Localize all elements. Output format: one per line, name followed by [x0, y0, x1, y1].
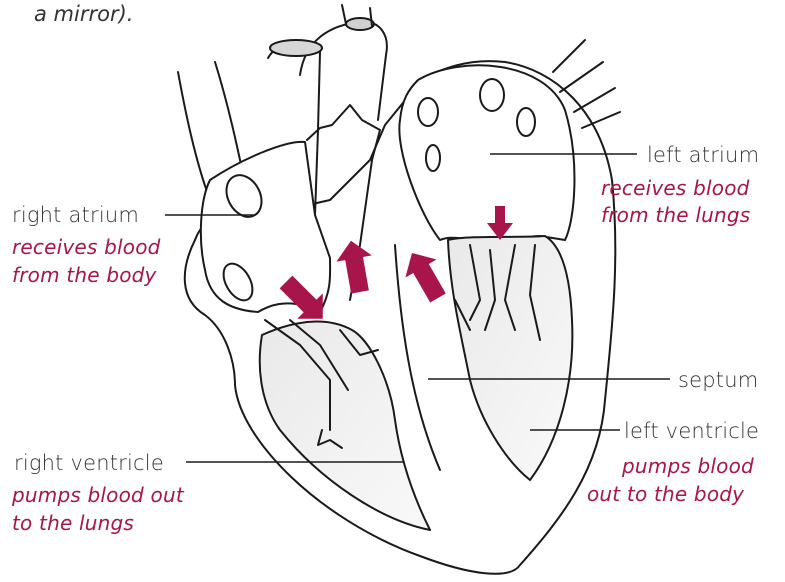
label-left-ventricle: left ventricle — [624, 418, 759, 444]
note-right-atrium-2: from the body — [12, 262, 157, 289]
label-left-atrium: left atrium — [647, 142, 759, 168]
note-right-atrium-1: receives blood — [12, 234, 161, 261]
note-right-ventricle-1: pumps blood out — [12, 482, 184, 509]
aorta — [300, 22, 387, 120]
label-right-atrium: right atrium — [12, 202, 139, 228]
right-atrium-chamber — [201, 142, 330, 312]
label-right-ventricle: right ventricle — [14, 450, 164, 476]
note-right-ventricle-2: to the lungs — [12, 510, 134, 537]
note-left-atrium-2: from the lungs — [601, 202, 750, 229]
note-left-ventricle-2: out to the body — [587, 481, 744, 508]
note-left-ventricle-1: pumps blood — [622, 453, 754, 480]
note-left-atrium-1: receives blood — [601, 175, 750, 202]
label-septum: septum — [678, 367, 758, 393]
